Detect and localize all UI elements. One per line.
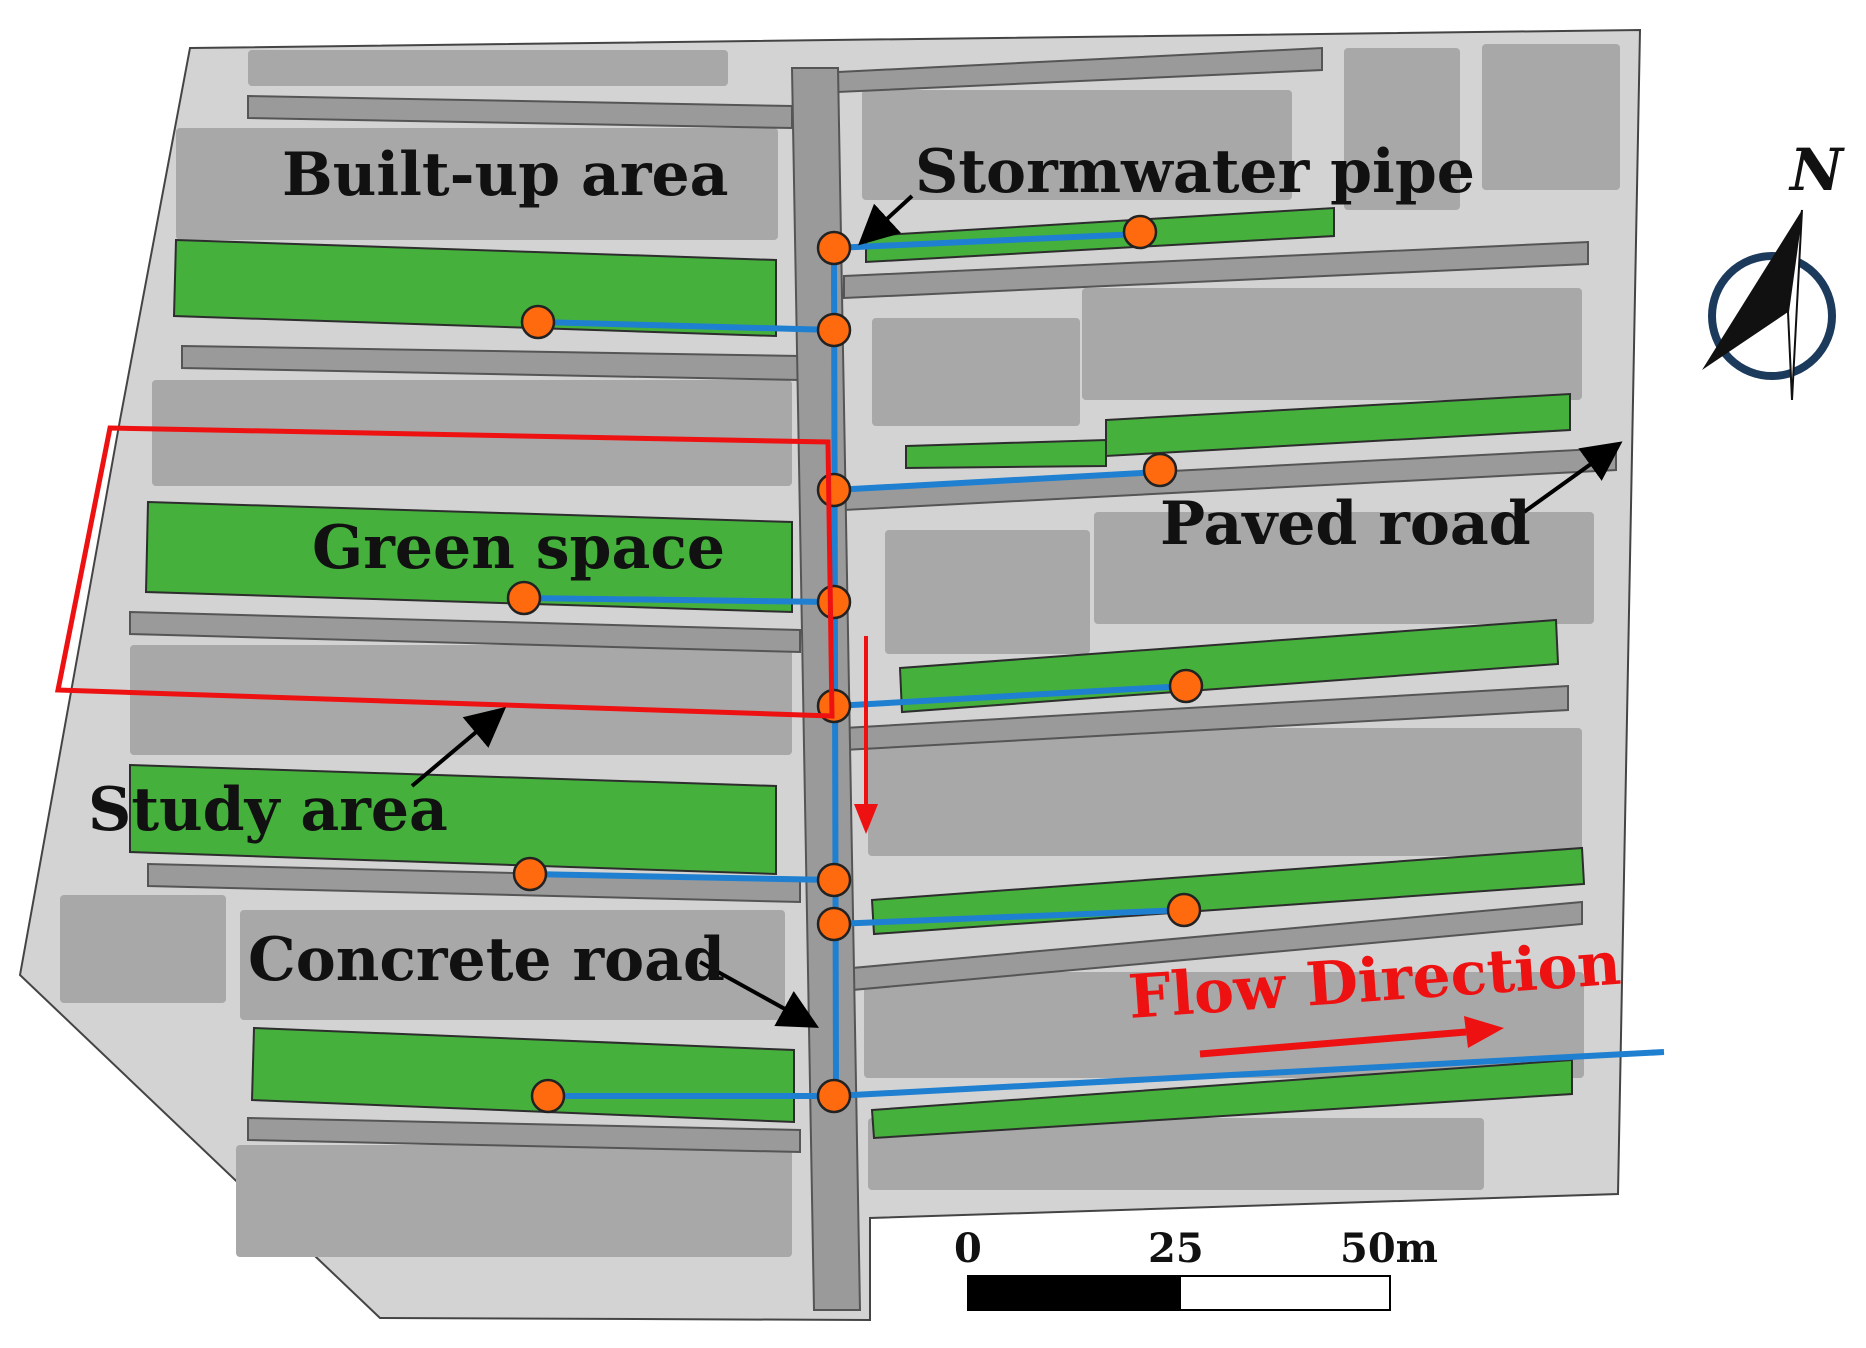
scale-tick-50m: 50m [1340,1225,1438,1272]
buildings-left [60,50,792,1257]
paved-roads [129,46,1617,1154]
label-paved-road: Paved road [1160,489,1531,559]
flow-arrow-right [1199,1016,1504,1058]
north-label: N [1788,136,1845,204]
stormwater-pipes [523,231,1665,1099]
label-study-area: Study area [88,775,448,845]
scale-tick-0: 0 [954,1225,982,1272]
label-concrete-road: Concrete road [248,925,725,995]
label-green-space: Green space [312,513,725,583]
study-area-outline [54,425,835,719]
label-built-up-area: Built-up area [282,140,729,210]
flow-arrow-down [854,636,878,834]
label-stormwater-pipe: Stormwater pipe [915,137,1475,207]
scale-bar: 0 25 50m [954,1225,1438,1311]
north-arrow-icon: N [1702,136,1845,401]
pipe-nodes [506,214,1204,1114]
buildings-right [862,44,1620,1190]
pointer-arrows [410,194,1623,1028]
scale-tick-25: 25 [1148,1225,1204,1272]
